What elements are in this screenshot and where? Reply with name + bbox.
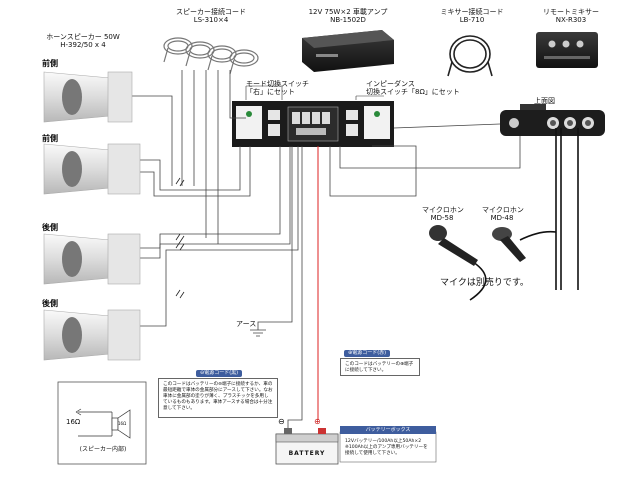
remote-mixer-model: NX-R303: [555, 16, 587, 24]
battery-icon: [275, 428, 339, 465]
remote-mixer-top-view: [500, 104, 605, 136]
horn-speaker-front-1: [43, 71, 133, 123]
mixer-cord-model: LB-710: [459, 16, 485, 24]
horn-speaker-name: ホーンスピーカー 50W: [46, 33, 120, 41]
mode-switch-line2: 「右」にセット: [246, 88, 295, 96]
remote-mixer-product: [536, 32, 598, 68]
microphone-md48: [492, 227, 526, 262]
mic-md58-model: MD-58: [430, 214, 454, 222]
impedance-line2: 切換スイッチ「8Ω」にセット: [366, 88, 460, 96]
mixer-cord-coil: [447, 35, 493, 77]
top-panel-label: 上面図: [534, 97, 555, 105]
horn-speaker-front-2: [43, 143, 141, 195]
battery-info-frame: [339, 431, 437, 463]
horn-speaker-label: ホーンスピーカー 50W H-392/50 x 4: [28, 33, 138, 49]
red-cord-body: このコードはバッテリーの⊕端子に接続して下さい。: [345, 362, 414, 373]
mic-md48-name: マイクロホン: [482, 206, 524, 214]
mode-switch-callout: モード切換スイッチ 「右」にセット: [246, 80, 309, 96]
amplifier-name: 12V 75W×2 車載アンプ: [308, 8, 388, 16]
mixer-cord-name: ミキサー接続コード: [440, 8, 504, 16]
mixer-cord-label: ミキサー接続コード LB-710: [432, 8, 512, 24]
speaker-cord-model: LS-310×4: [193, 16, 229, 24]
amplifier-label: 12V 75W×2 車載アンプ NB-1502D: [298, 8, 398, 24]
front-label-2: 前側: [42, 134, 58, 143]
mic-md48-model: MD-48: [490, 214, 514, 222]
red-cord-note: このコードはバッテリーの⊕端子に接続して下さい。: [340, 358, 420, 376]
impedance-line1: インピーダンス: [366, 80, 415, 88]
black-cord-note: このコードはバッテリーの⊖端子に接続するか、車の最短距離で車体の金属部分にアース…: [158, 378, 278, 418]
battery-box-title: バッテリーボックス: [365, 427, 411, 433]
callout-lines: [245, 85, 384, 100]
remote-mixer-label: リモートミキサー NX-R303: [536, 8, 606, 24]
impedance-switch-callout: インピーダンス 切換スイッチ「8Ω」にセット: [366, 80, 466, 96]
inset-impedance: 16Ω: [66, 418, 81, 426]
horn-speaker-rear-1: [43, 233, 141, 285]
speaker-cord-label: スピーカー接続コード LS-310×4: [166, 8, 256, 24]
speaker-inset: [57, 381, 147, 465]
speaker-cables: [126, 70, 521, 428]
rear-label-1: 後側: [42, 223, 58, 232]
battery-info-header: [340, 426, 436, 434]
cable-break-marks: [175, 177, 185, 299]
mic-cables: [469, 128, 579, 301]
inset-caption: (スピーカー内部): [79, 446, 127, 453]
amplifier-panel: [232, 101, 394, 147]
mic-md58-text: マイクロホン MD-58: [422, 206, 464, 222]
mode-switch-line1: モード切換スイッチ: [246, 80, 309, 88]
inset-speaker-mark: 16Ω: [118, 421, 127, 426]
black-cord-body: このコードはバッテリーの⊖端子に接続するか、車の最短距離で車体の金属部分にアース…: [163, 382, 273, 411]
red-cord-title: ⊕電源コード(赤): [344, 350, 391, 357]
mic-md58-name: マイクロホン: [422, 206, 464, 214]
speaker-cord-coils: [163, 37, 259, 75]
amplifier-model: NB-1502D: [330, 16, 366, 24]
horn-speaker-rear-2: [43, 309, 141, 361]
remote-mixer-name: リモートミキサー: [543, 8, 599, 16]
battery-box-body: 12Vバッテリー/100Ah以上50Ah×2 ※100Ah以上のアンプ専用バッテ…: [345, 439, 428, 456]
front-label-1: 前側: [42, 59, 58, 68]
horn-speaker-model: H-392/50 x 4: [60, 41, 106, 49]
battery-minus-symbol: ⊖: [278, 417, 285, 426]
mic-md48-text: マイクロホン MD-48: [482, 206, 524, 222]
battery-label: BATTERY: [288, 450, 326, 457]
black-cord-title: ⊖電源コード(黒): [196, 370, 243, 377]
amplifier-product: [302, 30, 394, 72]
earth-label: アース: [236, 320, 257, 328]
rear-label-2: 後側: [42, 299, 58, 308]
battery-box-note: 12Vバッテリー/100Ah以上50Ah×2 ※100Ah以上のアンプ専用バッテ…: [341, 436, 435, 461]
microphone-md58: [429, 225, 478, 266]
speaker-cord-name: スピーカー接続コード: [176, 8, 246, 16]
battery-plus-symbol: ⊕: [314, 417, 321, 426]
mic-sold-separately-note: マイクは別売りです。: [440, 278, 529, 288]
